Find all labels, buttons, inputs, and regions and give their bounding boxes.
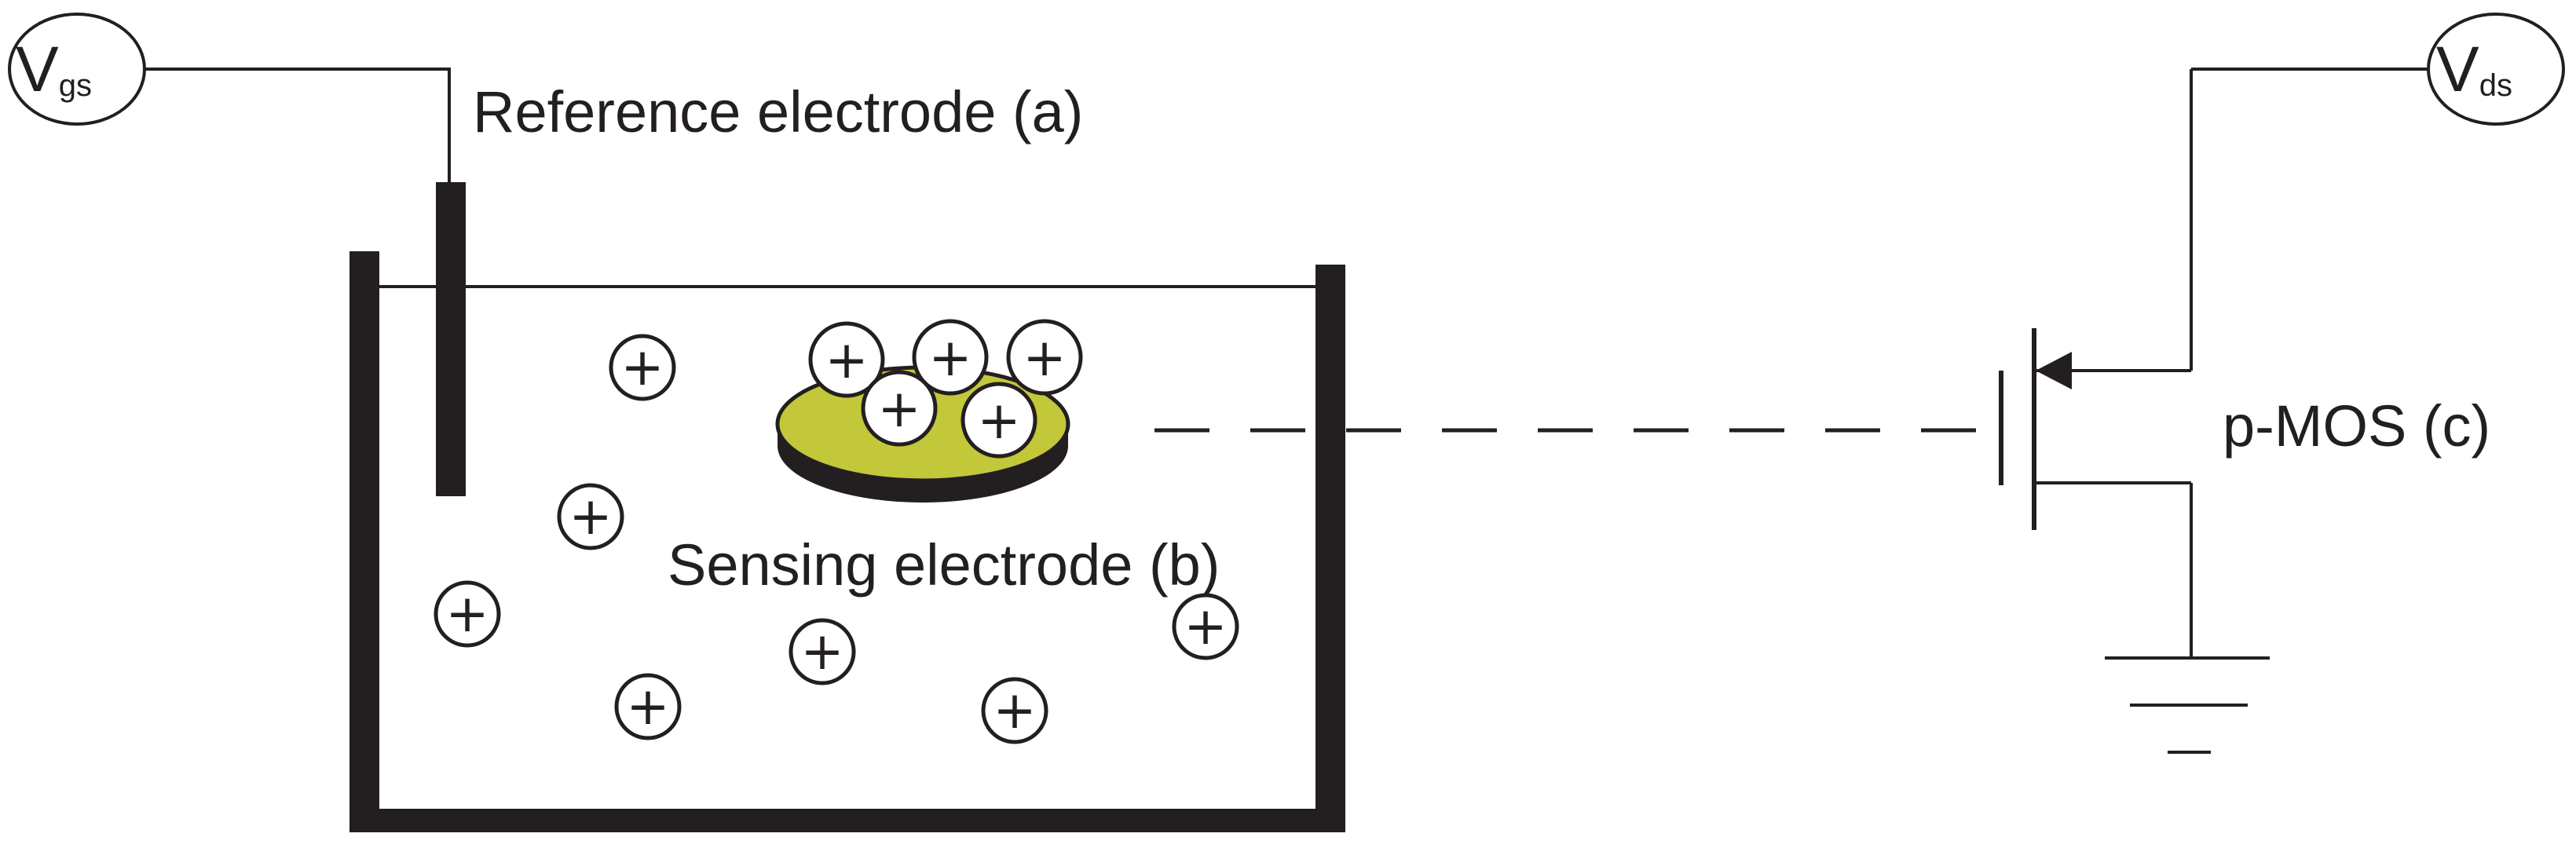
svg-text:+: + <box>445 583 488 644</box>
ground-icon <box>2105 656 2270 754</box>
source-arrow <box>2036 352 2072 389</box>
ion: + <box>912 319 989 396</box>
sensing-electrode-label: Sensing electrode (b) <box>668 532 1220 598</box>
reference-electrode-rod <box>436 182 466 496</box>
gate-wire <box>145 68 451 182</box>
beaker <box>349 251 1345 832</box>
ion: + <box>614 673 682 740</box>
ion: + <box>1006 319 1083 396</box>
ion: + <box>609 334 676 401</box>
reference-electrode-label: Reference electrode (a) <box>473 79 1083 144</box>
ion: + <box>434 580 501 648</box>
ion: + <box>961 382 1037 459</box>
svg-text:+: + <box>825 330 868 390</box>
svg-text:+: + <box>626 676 669 737</box>
svg-text:+: + <box>993 680 1036 740</box>
svg-text:+: + <box>1023 327 1066 388</box>
svg-text:+: + <box>569 486 612 546</box>
svg-text:+: + <box>620 337 664 397</box>
ion: + <box>808 321 885 398</box>
ion: + <box>1172 593 1239 660</box>
svg-text:+: + <box>1184 596 1227 656</box>
ion: + <box>557 483 624 550</box>
pmos-transistor <box>1999 69 2193 658</box>
svg-text:+: + <box>877 378 920 439</box>
svg-text:+: + <box>928 327 971 388</box>
free-ions: + + + + + + + <box>434 334 1239 744</box>
vds-label: Vds <box>2436 34 2512 105</box>
vgs-source: Vgs <box>8 13 146 126</box>
svg-text:+: + <box>800 621 843 682</box>
ion: + <box>789 618 856 685</box>
pmos-label: p-MOS (c) <box>2223 393 2490 459</box>
ion: + <box>861 370 938 447</box>
ion: + <box>981 677 1048 744</box>
vgs-label: Vgs <box>16 34 92 105</box>
svg-text:+: + <box>977 390 1020 451</box>
vds-source: Vds <box>2427 13 2565 126</box>
adsorbed-ions: + + + + + <box>808 319 1083 459</box>
